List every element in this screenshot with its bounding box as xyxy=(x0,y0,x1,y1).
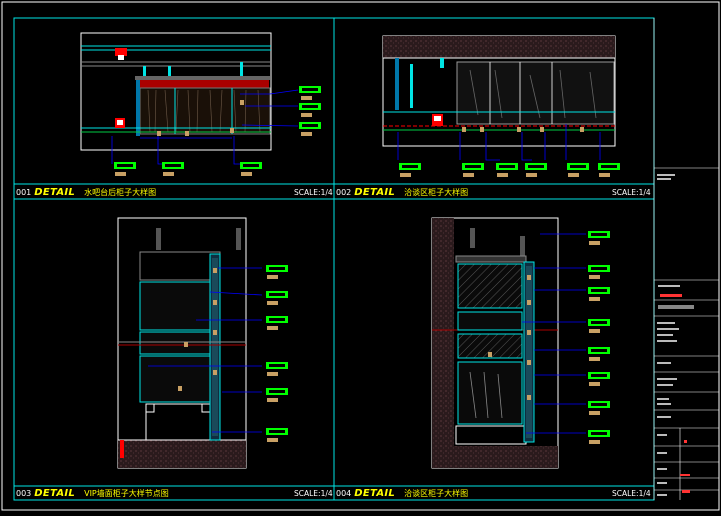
title-block xyxy=(653,18,719,500)
panel-number: 002 xyxy=(336,187,352,197)
panel-number: 003 xyxy=(16,488,32,498)
panel-title-001: 001 DETAIL 水吧台后柜子大样图 SCALE:1/4 xyxy=(16,185,334,199)
panel-title-004: 004 DETAIL 洽谈区柜子大样图 SCALE:1/4 xyxy=(336,486,654,500)
panel-number: 004 xyxy=(336,488,352,498)
panel-name: VIP墙面柜子大样节点图 xyxy=(84,488,169,498)
panel-name: 洽谈区柜子大样图 xyxy=(404,187,469,197)
panel-004-drawing xyxy=(431,217,610,469)
panel-title-002: 002 DETAIL 洽谈区柜子大样图 SCALE:1/4 xyxy=(336,185,654,199)
panel-002-drawing xyxy=(382,35,620,177)
detail-label: DETAIL xyxy=(354,487,396,499)
panel-name: 水吧台后柜子大样图 xyxy=(84,187,157,197)
detail-label: DETAIL xyxy=(354,186,396,198)
panel-scale: SCALE:1/4 xyxy=(612,488,651,498)
panel-name: 洽谈区柜子大样图 xyxy=(404,488,469,498)
panel-scale: SCALE:1/4 xyxy=(294,488,333,498)
panel-number: 001 xyxy=(16,187,32,197)
title-block-text-marks xyxy=(657,174,694,496)
detail-label: DETAIL xyxy=(34,487,76,499)
panel-001-drawing xyxy=(80,32,321,176)
panel-scale: SCALE:1/4 xyxy=(294,187,333,197)
panel-003-drawing xyxy=(117,217,288,469)
detail-label: DETAIL xyxy=(34,186,76,198)
title-block-red-marks xyxy=(660,294,690,493)
panel-title-003: 003 DETAIL VIP墙面柜子大样节点图 SCALE:1/4 xyxy=(16,486,334,500)
panel-scale: SCALE:1/4 xyxy=(612,187,651,197)
